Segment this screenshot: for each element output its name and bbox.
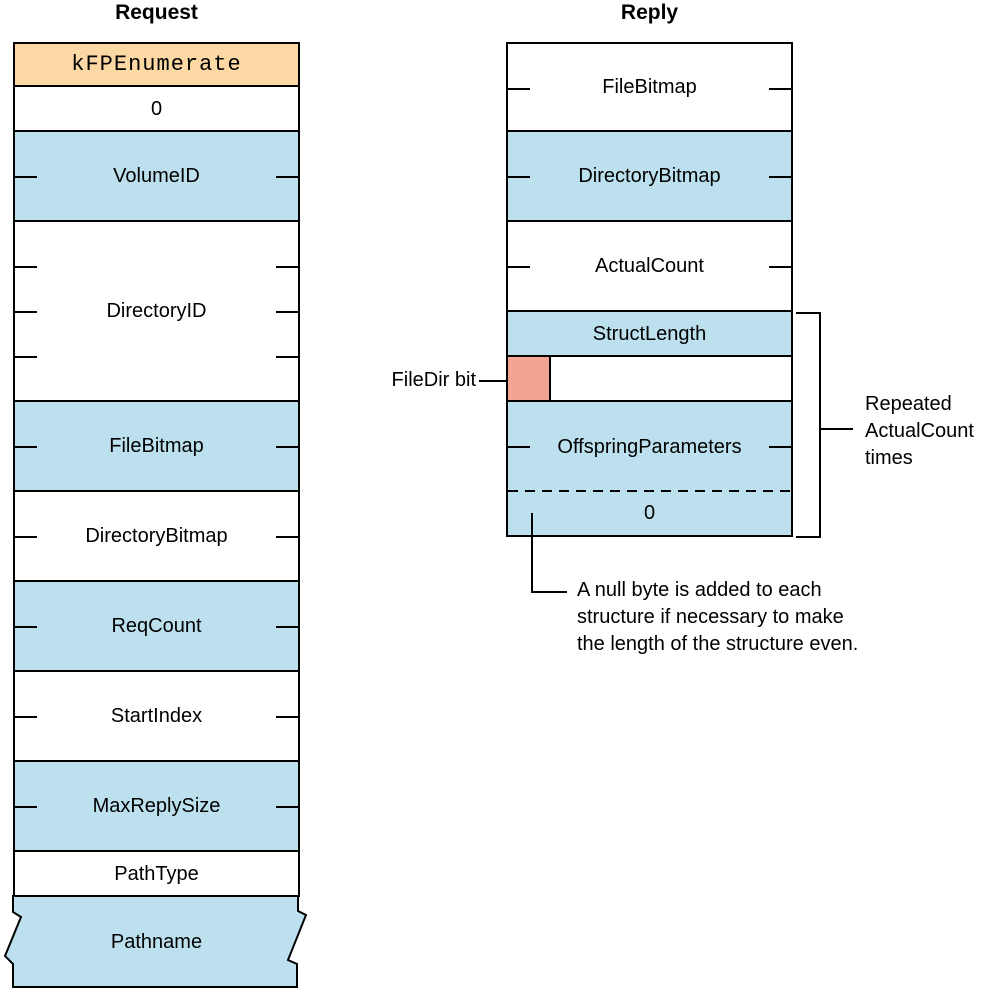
byte-boundary-tick (15, 176, 37, 178)
field-row-filedir-bit (506, 357, 793, 402)
field-row-kfpenumerate: kFPEnumerate (13, 42, 300, 87)
field-row-directorybitmap: DirectoryBitmap (506, 132, 793, 222)
field-label-actualcount: ActualCount (595, 255, 704, 277)
filedir-bit-label: FileDir bit (391, 369, 476, 391)
byte-boundary-tick (769, 446, 791, 448)
byte-boundary-tick (276, 311, 298, 313)
field-label-directorybitmap: DirectoryBitmap (85, 525, 228, 547)
field-row-filebitmap: FileBitmap (506, 42, 793, 132)
nullbyte-annotation: A null byte is added to each structure i… (577, 577, 957, 658)
filedir-bit-cell (508, 357, 551, 400)
repeated-annotation-line1: Repeated (865, 393, 952, 415)
field-row-offspringparameters: 0 OffspringParameters (506, 402, 793, 537)
repeated-annotation-line2: ActualCount (865, 420, 974, 442)
byte-boundary-tick (15, 446, 37, 448)
field-label-volumeid: VolumeID (113, 165, 200, 187)
field-row-directoryid: DirectoryID (13, 222, 300, 402)
field-label-pathtype: PathType (114, 862, 199, 885)
byte-boundary-tick (276, 626, 298, 628)
byte-boundary-tick (508, 176, 530, 178)
field-label-directorybitmap: DirectoryBitmap (578, 165, 721, 187)
repeat-bracket-bottom (796, 536, 821, 538)
byte-boundary-tick (276, 176, 298, 178)
repeat-bracket-pointer (821, 428, 853, 430)
byte-boundary-tick (15, 536, 37, 538)
byte-boundary-tick (508, 446, 530, 448)
reply-column-title: Reply (620, 1, 679, 24)
field-row-startindex: StartIndex (13, 672, 300, 762)
byte-boundary-tick (276, 356, 298, 358)
nullbyte-annotation-line3: the length of the structure even. (577, 633, 859, 655)
nullbyte-callout-line-horizontal (531, 591, 567, 593)
byte-boundary-tick (276, 266, 298, 268)
field-label-pathname: Pathname (110, 931, 203, 953)
byte-boundary-tick (276, 446, 298, 448)
null-pad-byte-value: 0 (643, 502, 656, 524)
byte-boundary-tick (15, 626, 37, 628)
field-label-startindex: StartIndex (110, 705, 203, 727)
request-column-title: Request (115, 1, 198, 24)
field-row-structlength: StructLength (506, 312, 793, 357)
null-pad-dashed-divider (508, 490, 791, 492)
field-label-0: 0 (150, 97, 163, 120)
nullbyte-annotation-line1: A null byte is added to each (577, 579, 822, 601)
field-row-actualcount: ActualCount (506, 222, 793, 312)
nullbyte-callout-line-vertical (531, 513, 533, 593)
byte-boundary-tick (508, 266, 530, 268)
byte-boundary-tick (15, 806, 37, 808)
byte-boundary-tick (276, 716, 298, 718)
field-row-filebitmap: FileBitmap (13, 402, 300, 492)
field-row-reqcount: ReqCount (13, 582, 300, 672)
field-label-directoryid: DirectoryID (106, 300, 207, 322)
byte-boundary-tick (15, 716, 37, 718)
repeat-bracket-top (796, 312, 821, 314)
field-row-maxreplysize: MaxReplySize (13, 762, 300, 852)
byte-boundary-tick (276, 536, 298, 538)
field-row-volumeid: VolumeID (13, 132, 300, 222)
jagged-variable-length-edge (4, 895, 308, 988)
field-label-maxreplysize: MaxReplySize (92, 795, 221, 817)
field-label-filebitmap: FileBitmap (109, 435, 204, 457)
byte-boundary-tick (15, 266, 37, 268)
nullbyte-annotation-line2: structure if necessary to make (577, 606, 844, 628)
byte-boundary-tick (15, 356, 37, 358)
field-row-pathtype: PathType (13, 852, 300, 897)
field-row-0: 0 (13, 87, 300, 132)
byte-boundary-tick (15, 311, 37, 313)
repeated-actualcount-annotation: Repeated ActualCount times (865, 391, 1003, 472)
field-row-directorybitmap: DirectoryBitmap (13, 492, 300, 582)
field-label-kfpenumerate: kFPEnumerate (71, 51, 242, 77)
field-row-pathname: Pathname (4, 895, 308, 988)
repeat-bracket-vertical (819, 312, 821, 538)
byte-boundary-tick (276, 806, 298, 808)
byte-boundary-tick (769, 176, 791, 178)
field-label-offspringparameters: OffspringParameters (557, 436, 742, 458)
byte-boundary-tick (769, 88, 791, 90)
byte-boundary-tick (769, 266, 791, 268)
field-label-filebitmap: FileBitmap (602, 76, 697, 98)
filedir-callout-line (479, 380, 517, 382)
byte-boundary-tick (508, 88, 530, 90)
field-label-structlength: StructLength (592, 322, 707, 345)
repeated-annotation-line3: times (865, 447, 913, 469)
field-label-reqcount: ReqCount (111, 615, 202, 637)
